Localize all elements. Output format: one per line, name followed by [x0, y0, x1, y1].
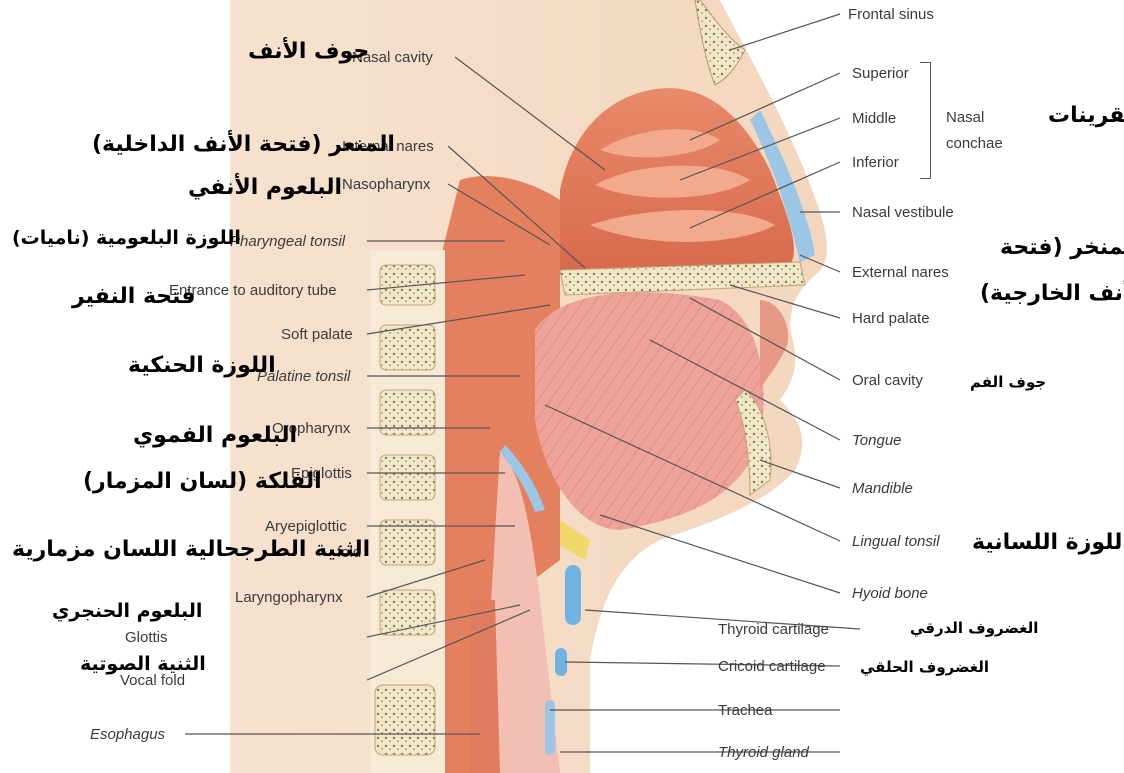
ar-label-epiglottis: الفلكة (لسان المزمار) — [83, 470, 322, 494]
trachea-rings — [545, 700, 555, 755]
label-glottis: Glottis — [125, 630, 168, 645]
ar-label-aryepiglottic: الثنية الطرجحالية اللسان مزمارية — [12, 538, 370, 562]
label-laryngopharynx: Laryngopharynx — [235, 590, 343, 605]
label-frontal-sinus: Frontal sinus — [848, 7, 934, 22]
label-tongue: Tongue — [852, 433, 902, 448]
ar-label-nasopharynx: البلعوم الأنفي — [188, 176, 342, 200]
label-hyoid-bone: Hyoid bone — [852, 586, 928, 601]
label-trachea: Trachea — [718, 703, 772, 718]
label-aryepiglottic-1: Aryepiglottic — [265, 519, 347, 534]
label-middle: Middle — [852, 111, 896, 126]
label-nasopharynx: Nasopharynx — [342, 177, 430, 192]
label-thyroid-cartilage: Thyroid cartilage — [718, 622, 829, 637]
label-cricoid-cartilage: Cricoid cartilage — [718, 659, 826, 674]
ar-label-oropharynx: البلعوم الفموي — [133, 424, 297, 448]
label-vocal-fold: Vocal fold — [120, 673, 185, 688]
label-thyroid-gland: Thyroid gland — [718, 745, 809, 760]
label-soft-palate: Soft palate — [281, 327, 353, 342]
conchae-bracket — [920, 62, 931, 179]
ar-label-external-nares-1: المنخر (فتحة — [1000, 236, 1124, 260]
ar-label-cricoid-cartilage: الغضروف الحلقي — [860, 659, 989, 676]
label-nasal-conchae-1: Nasal — [946, 110, 984, 125]
ar-label-auditory-tube: فتحة النفير — [72, 285, 196, 309]
label-mandible: Mandible — [852, 481, 913, 496]
ar-label-palatine-tonsil: اللوزة الحنكية — [128, 354, 276, 378]
label-superior: Superior — [852, 66, 909, 81]
ar-label-conchae: القرينات — [1048, 104, 1124, 128]
thyroid-cartilage-shape — [565, 565, 581, 625]
ar-label-vocal-fold: الثنية الصوتية — [80, 654, 206, 675]
label-inferior: Inferior — [852, 155, 899, 170]
ar-label-thyroid-cartilage: الغضروف الدرقي — [910, 620, 1038, 637]
esophagus-shape — [470, 600, 500, 773]
ar-label-internal-nares: المنعر (فتحة الأنف الداخلية) — [92, 133, 395, 157]
ar-label-external-nares-2: الأنف الخارجية) — [980, 282, 1124, 306]
label-nasal-conchae-2: conchae — [946, 136, 1003, 151]
label-hard-palate: Hard palate — [852, 311, 930, 326]
ar-label-oral-cavity: جوف الفم — [970, 374, 1046, 391]
label-nasal-vestibule: Nasal vestibule — [852, 205, 954, 220]
label-oral-cavity: Oral cavity — [852, 373, 923, 388]
label-lingual-tonsil: Lingual tonsil — [852, 534, 940, 549]
label-pharyngeal-tonsil: Pharyngeal tonsil — [230, 234, 345, 249]
label-esophagus: Esophagus — [90, 727, 165, 742]
ar-label-pharyngeal-tonsil: اللوزة البلعومية (ناميات) — [12, 228, 241, 249]
ar-label-laryngopharynx: البلعوم الحنجري — [52, 601, 202, 622]
ar-label-lingual-tonsil: اللوزة اللسانية — [972, 531, 1124, 555]
ar-label-nasal-cavity: جوف الأنف — [248, 40, 369, 64]
label-external-nares: External nares — [852, 265, 949, 280]
